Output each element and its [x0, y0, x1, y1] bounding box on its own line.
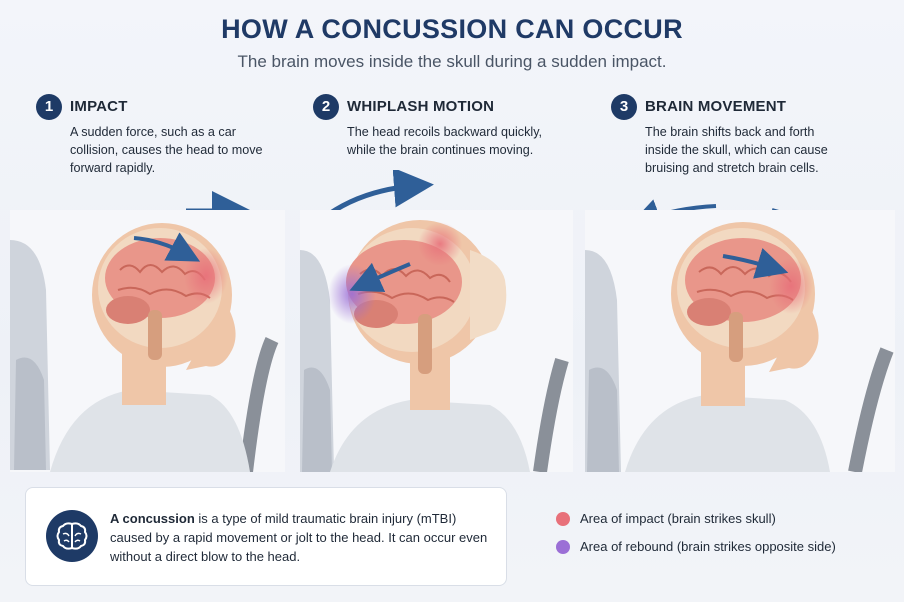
legend-impact-swatch — [556, 512, 570, 526]
brain-motion-arrow-icon — [133, 232, 201, 262]
step-title: IMPACT — [70, 98, 128, 115]
definition-box: A concussion is a type of mild traumatic… — [25, 487, 507, 586]
car-seat-icon — [585, 250, 621, 472]
step-description: The brain shifts back and forth inside t… — [645, 125, 828, 175]
panel-impact — [10, 210, 285, 472]
impact-zone — [769, 258, 813, 314]
page-title: HOW A CONCUSSION CAN OCCUR — [221, 14, 683, 44]
definition-body: is a type of mild traumatic brain injury… — [110, 511, 488, 564]
step-number-badge: 3 — [611, 94, 637, 120]
brain-icon — [46, 510, 98, 562]
brain-motion-arrow-icon — [349, 262, 411, 292]
step-description: The head recoils backward quickly, while… — [347, 125, 543, 157]
steering-wheel-icon — [848, 347, 894, 472]
step-number-badge: 2 — [313, 94, 339, 120]
step-description: A sudden force, such as a car collision,… — [70, 125, 263, 175]
page-subtitle: The brain moves inside the skull during … — [237, 52, 667, 71]
step-number-badge: 1 — [36, 94, 62, 120]
impact-zone — [418, 222, 462, 266]
legend-rebound-swatch — [556, 540, 570, 554]
brain-motion-arrow-icon — [722, 248, 789, 279]
steering-wheel-icon — [239, 337, 279, 472]
legend-label: Area of impact (brain strikes skull) — [580, 511, 776, 526]
definition-text: A concussion is a type of mild traumatic… — [110, 509, 495, 566]
panel-brain-movement — [585, 210, 895, 472]
step-title: WHIPLASH MOTION — [347, 98, 495, 115]
step-title: BRAIN MOVEMENT — [645, 98, 787, 115]
car-seat-icon — [10, 240, 50, 470]
impact-zone — [184, 248, 228, 304]
panel-whiplash — [300, 210, 573, 472]
rebound-zone — [328, 264, 376, 324]
legend-label: Area of rebound (brain strikes opposite … — [580, 539, 836, 554]
steering-wheel-icon — [533, 357, 569, 472]
definition-term: A concussion — [110, 511, 195, 526]
car-seat-icon — [300, 250, 334, 472]
